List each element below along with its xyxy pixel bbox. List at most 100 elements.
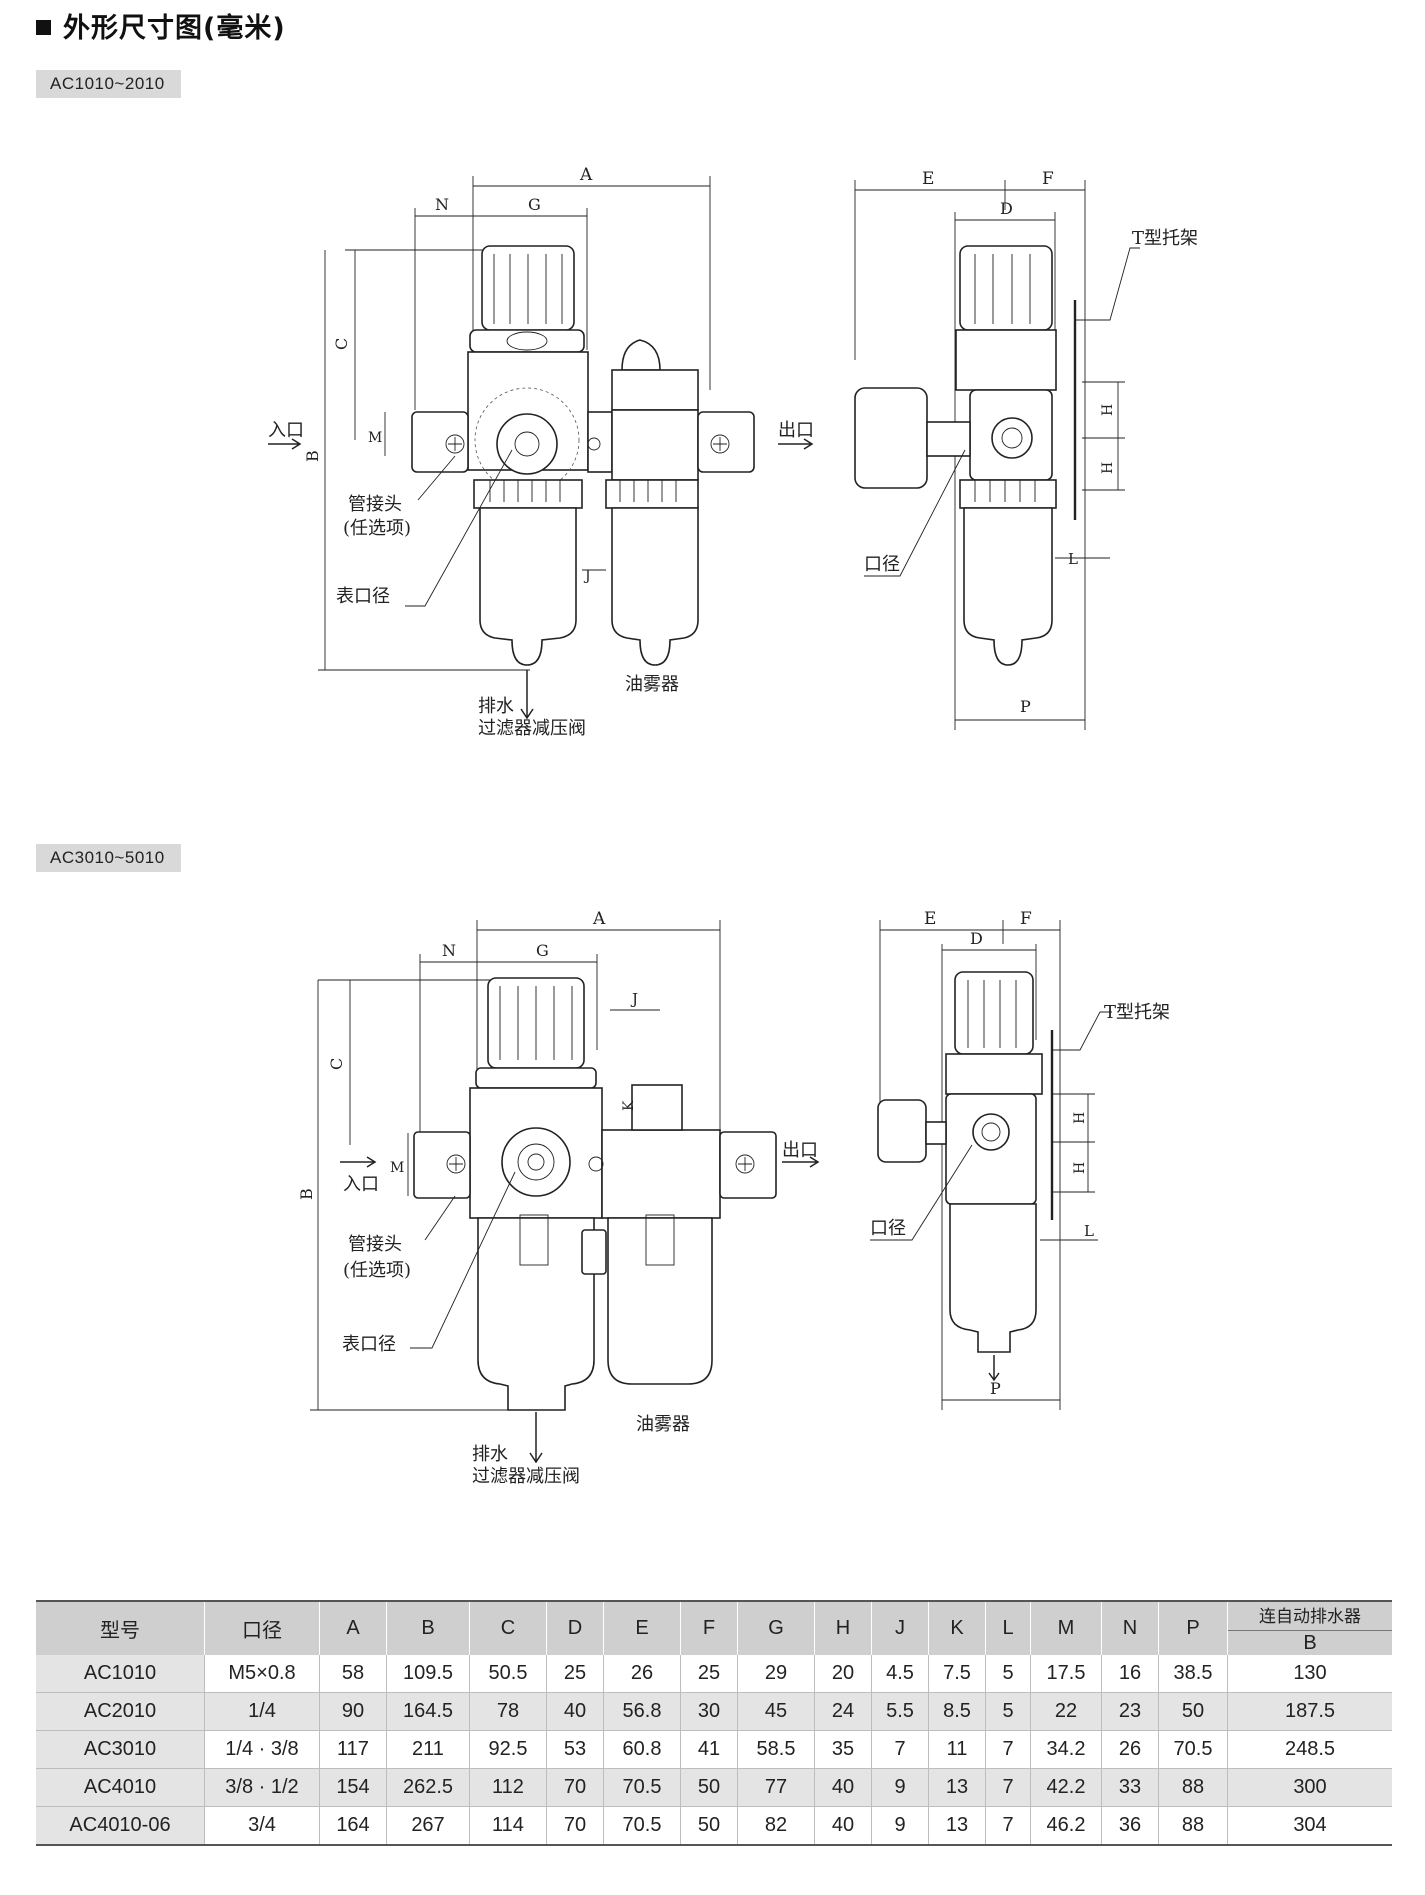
dim-d-label: D: [1000, 199, 1013, 218]
col-m: M: [1030, 1601, 1102, 1655]
outlet-label: 出口: [778, 420, 814, 441]
bracket-label: T型托架: [1132, 228, 1198, 249]
table-cell: 20: [814, 1655, 872, 1693]
side-view-2: E F D T型托架 H H L 口径 P: [870, 909, 1170, 1410]
table-cell: 112: [469, 1768, 547, 1807]
table-cell: 58.5: [737, 1730, 815, 1769]
col-k: K: [928, 1601, 986, 1655]
table-cell: 154: [319, 1768, 387, 1807]
table-cell: 41: [680, 1730, 738, 1769]
spec-table: 型号 口径 A B C D E F G H J K L M N P 连自动排水器…: [36, 1600, 1392, 1846]
inlet-label-2: 入口: [343, 1174, 379, 1195]
table-cell: 29: [737, 1655, 815, 1693]
cell-model: AC3010: [36, 1730, 205, 1769]
table-cell: 117: [319, 1730, 387, 1769]
table-cell: 4.5: [871, 1655, 929, 1693]
table-cell: 25: [546, 1655, 604, 1693]
table-cell: 70.5: [603, 1768, 681, 1807]
col-g: G: [737, 1601, 815, 1655]
table-cell: 34.2: [1030, 1730, 1102, 1769]
table-cell: 7: [985, 1806, 1031, 1845]
table-cell: 248.5: [1227, 1730, 1392, 1769]
drain-label: 排水: [478, 696, 514, 717]
table-cell: 9: [871, 1768, 929, 1807]
table-cell: 300: [1227, 1768, 1392, 1807]
table-cell: 56.8: [603, 1692, 681, 1731]
table-cell: 45: [737, 1692, 815, 1731]
drawing-ac1010-2010: A N G C M B 入口 出口: [268, 165, 1198, 739]
dim-f-label: F: [1042, 169, 1054, 189]
col-h: H: [814, 1601, 872, 1655]
lubricator-label-2: 油雾器: [636, 1414, 690, 1435]
table-cell: 304: [1227, 1806, 1392, 1845]
table-cell: 46.2: [1030, 1806, 1102, 1845]
table-cell: 77: [737, 1768, 815, 1807]
table-cell: 78: [469, 1692, 547, 1731]
inlet-label: 入口: [268, 420, 304, 441]
table-cell: 211: [386, 1730, 470, 1769]
table-cell: 114: [469, 1806, 547, 1845]
section-tag-1: AC1010~2010: [36, 70, 181, 98]
table-cell: 267: [386, 1806, 470, 1845]
front-view-1: A N G C M B 入口 出口: [268, 165, 814, 739]
outlet-label-2: 出口: [782, 1140, 818, 1161]
cell-model: AC1010: [36, 1655, 205, 1693]
table-cell: 90: [319, 1692, 387, 1731]
bracket-label-2: T型托架: [1104, 1002, 1170, 1023]
table-cell: 9: [871, 1806, 929, 1845]
table-cell: 40: [814, 1806, 872, 1845]
dim-l-label-2: L: [1084, 1222, 1094, 1240]
front-view-2: A N G J C M B 入口 出口 K: [297, 909, 820, 1487]
table-header-row: 型号 口径 A B C D E F G H J K L M N P 连自动排水器…: [36, 1601, 1392, 1655]
table-cell: 13: [928, 1806, 986, 1845]
col-a: A: [319, 1601, 387, 1655]
cell-model: AC2010: [36, 1692, 205, 1731]
dim-a-label: A: [579, 165, 593, 185]
col-model: 型号: [36, 1601, 205, 1655]
table-cell: 8.5: [928, 1692, 986, 1731]
table-cell: 88: [1158, 1806, 1228, 1845]
table-cell: 30: [680, 1692, 738, 1731]
table-cell: 25: [680, 1655, 738, 1693]
optional-label: (任选项): [343, 518, 411, 539]
table-cell: 16: [1101, 1655, 1159, 1693]
auto-drain-header: 连自动排水器: [1259, 1607, 1361, 1626]
dim-j-label: J: [583, 568, 591, 584]
table-cell: 23: [1101, 1692, 1159, 1731]
side-view-1: E F D T型托架 H H L 口径: [854, 169, 1198, 730]
table-cell: 40: [546, 1692, 604, 1731]
table-cell: 1/4 · 3/8: [204, 1730, 320, 1769]
dim-c-label-2: C: [327, 1058, 346, 1070]
table-cell: 262.5: [386, 1768, 470, 1807]
table-cell: M5×0.8: [204, 1655, 320, 1693]
drawing-ac3010-5010: A N G J C M B 入口 出口 K: [297, 909, 1170, 1487]
table-cell: 50: [1158, 1692, 1228, 1731]
table-cell: 33: [1101, 1768, 1159, 1807]
table-cell: 187.5: [1227, 1692, 1392, 1731]
col-f: F: [680, 1601, 738, 1655]
table-cell: 70: [546, 1806, 604, 1845]
table-cell: 26: [603, 1655, 681, 1693]
table-cell: 22: [1030, 1692, 1102, 1731]
dim-d-label-2: D: [970, 929, 983, 948]
table-cell: 42.2: [1030, 1768, 1102, 1807]
table-cell: 13: [928, 1768, 986, 1807]
table-cell: 17.5: [1030, 1655, 1102, 1693]
filter-regulator-label-2: 过滤器减压阀: [472, 1466, 580, 1487]
fitting-label: 管接头: [348, 494, 402, 515]
table-cell: 70.5: [603, 1806, 681, 1845]
col-c: C: [469, 1601, 547, 1655]
table-cell: 88: [1158, 1768, 1228, 1807]
dim-e-label-2: E: [924, 909, 936, 929]
dim-p-label-2: P: [990, 1379, 1001, 1398]
col-p: P: [1158, 1601, 1228, 1655]
table-cell: 50.5: [469, 1655, 547, 1693]
table-cell: 50: [680, 1768, 738, 1807]
table-cell: 70: [546, 1768, 604, 1807]
table-cell: 36: [1101, 1806, 1159, 1845]
col-e: E: [603, 1601, 681, 1655]
col-n: N: [1101, 1601, 1159, 1655]
table-cell: 58: [319, 1655, 387, 1693]
table-cell: 1/4: [204, 1692, 320, 1731]
